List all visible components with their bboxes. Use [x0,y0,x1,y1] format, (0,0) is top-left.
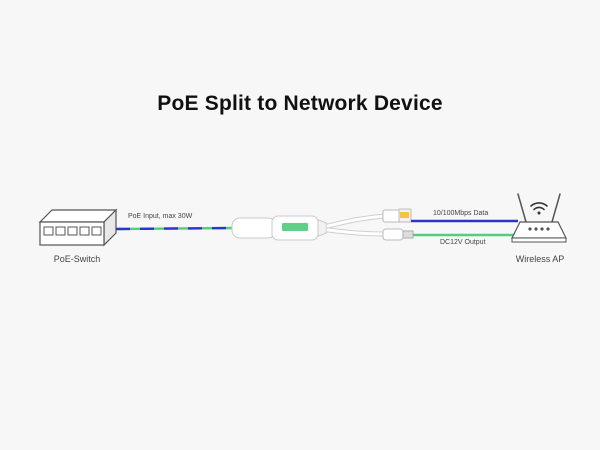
poe-input-label: PoE Input, max 30W [128,213,193,220]
data-line-label: 10/100Mbps Data [433,210,488,217]
page-title: PoE Split to Network Device [157,92,443,115]
splitter-badge [282,223,308,231]
poe-input-cable [115,226,237,231]
router-icon [511,193,567,243]
switch-icon [38,208,118,247]
switch-label: PoE-Switch [54,254,101,264]
dc-plug-icon [382,228,414,241]
ap-label: Wireless AP [516,254,565,264]
power-line-label: DC12V Output [440,239,486,246]
rj45-connector-icon [382,208,412,223]
splitter-icon [231,215,331,241]
wifi-icon [530,202,548,215]
